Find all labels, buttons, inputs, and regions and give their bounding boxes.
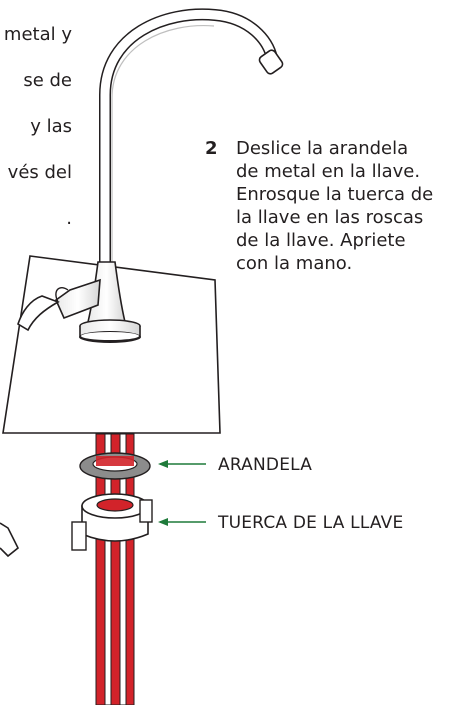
step1-line: . [66,208,72,229]
faucet-spout [99,8,284,268]
step1-line: se de [23,70,72,91]
spout-tip [258,49,284,75]
nut-arrow [158,518,206,526]
nut-label: TUERCA DE LA LLAVE [218,513,404,533]
step1-line: vés del [7,162,72,183]
washer [79,452,151,480]
step1-line: y las [30,116,72,137]
faucet-nut [71,493,153,551]
faucet-handle [17,278,101,332]
step1-text-fragment: metal y se de y las vés del . [0,0,72,253]
faucet-body [79,261,141,343]
step2-text: Deslice la arandela de metal en la llave… [236,138,434,274]
washer-arrow [158,460,206,468]
step2-number: 2 [205,138,218,159]
step1-line: metal y [3,24,72,45]
supply-tubes [95,433,135,705]
partial-fitting [0,522,20,558]
washer-label: ARANDELA [218,455,313,475]
